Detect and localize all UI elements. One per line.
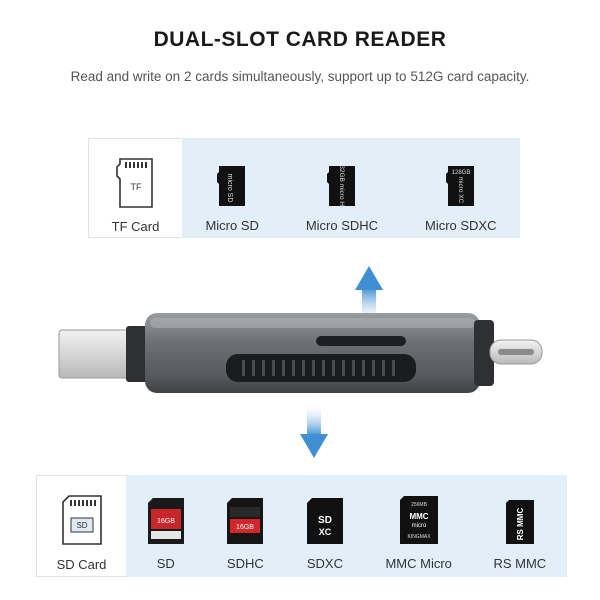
sd-card-label: SD Card	[56, 557, 107, 572]
card-cell-sd: 16GB SD	[147, 475, 185, 577]
micro-sd-label: Micro SD	[205, 218, 259, 233]
sd-card-head: SD SD Card	[36, 475, 126, 577]
micro-sd-card-icon: micro SD	[217, 146, 247, 208]
sdxc-card-photo-icon: SD XC	[306, 483, 344, 545]
reader-body	[145, 313, 480, 393]
rs-mmc-card-icon: RS MMC	[505, 483, 535, 545]
svg-text:micro: micro	[411, 523, 426, 529]
card-cell-sdxc: SD XC SDXC	[306, 475, 344, 577]
mmc-micro-label: MMC Micro	[385, 556, 452, 571]
sd-card-photo-icon: 16GB	[147, 483, 185, 545]
sd-slot	[226, 354, 416, 382]
tf-card-icon: TF	[115, 147, 156, 209]
arrow-up-icon	[355, 266, 383, 326]
svg-text:KINGMAX: KINGMAX	[407, 534, 431, 540]
sdxc-label: SDXC	[306, 556, 343, 571]
svg-text:micro XC: micro XC	[457, 177, 464, 204]
svg-text:16GB: 16GB	[157, 518, 175, 525]
svg-text:XC: XC	[319, 527, 332, 537]
card-cell-micro-sdxc: 128GB micro XC Micro SDXC	[425, 138, 497, 238]
tf-card-panel: TF TF Card micro SD Micro SD 32GB micro …	[88, 138, 520, 238]
micro-slot	[316, 336, 406, 346]
svg-text:128GB: 128GB	[451, 170, 470, 176]
mmc-micro-card-icon: 256MB MMC micro KINGMAX	[399, 483, 439, 545]
card-cell-micro-sd: micro SD Micro SD	[205, 138, 259, 238]
sdhc-label: SDHC	[226, 556, 264, 571]
arrow-down-icon	[300, 402, 328, 458]
sd-card-panel: SD SD Card 16GB SD 16GB	[36, 475, 567, 577]
svg-text:SD: SD	[318, 515, 332, 526]
rs-mmc-label: RS MMC	[493, 556, 547, 571]
usb-c-connector	[474, 320, 543, 386]
page-title: DUAL-SLOT CARD READER	[153, 28, 447, 51]
sdhc-card-photo-icon: 16GB	[226, 483, 264, 545]
svg-text:16GB: 16GB	[236, 524, 254, 531]
svg-text:256MB: 256MB	[411, 502, 428, 508]
sd-label: SD	[156, 556, 175, 571]
micro-sdxc-card-icon: 128GB micro XC	[445, 146, 476, 208]
usb-a-connector	[58, 326, 150, 382]
micro-sdxc-label: Micro SDXC	[424, 218, 497, 233]
tf-card-label: TF Card	[111, 219, 160, 234]
svg-text:micro SD: micro SD	[226, 174, 233, 203]
tf-card-head: TF TF Card	[88, 138, 182, 238]
sd-card-icon-text: SD	[76, 521, 87, 530]
card-cell-rs-mmc: RS MMC RS MMC	[493, 475, 546, 577]
card-cell-micro-sdhc: 32GB micro HC Micro SDHC	[306, 138, 378, 238]
micro-sdhc-label: Micro SDHC	[305, 218, 379, 233]
tf-card-icon-text: TF	[130, 182, 141, 192]
page-subtitle: Read and write on 2 cards simultaneously…	[70, 69, 530, 84]
sd-card-icon: SD	[61, 484, 103, 546]
svg-text:MMC: MMC	[409, 512, 428, 521]
card-cell-sdhc: 16GB SDHC	[226, 475, 264, 577]
card-cell-mmc-micro: 256MB MMC micro KINGMAX MMC Micro	[385, 475, 452, 577]
svg-text:RS MMC: RS MMC	[516, 508, 525, 541]
svg-text:32GB micro HC: 32GB micro HC	[338, 165, 345, 208]
micro-sdhc-card-icon: 32GB micro HC	[326, 146, 357, 208]
